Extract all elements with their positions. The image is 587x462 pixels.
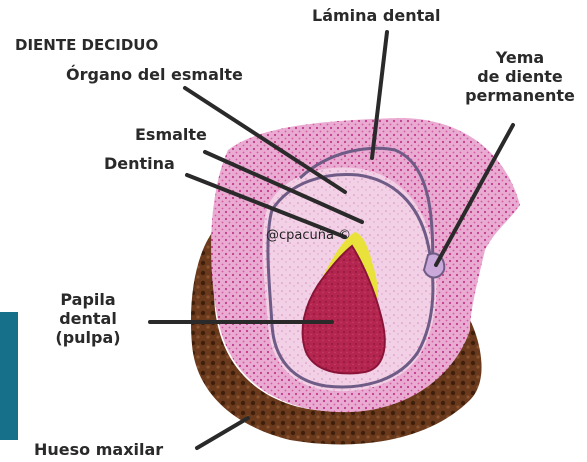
pointer-hueso	[197, 418, 248, 448]
label-papila-line2: dental	[38, 309, 138, 328]
label-papila-line1: Papila	[38, 290, 138, 309]
label-papila: Papila dental (pulpa)	[38, 290, 138, 347]
watermark-text: @cpacuña ©	[266, 228, 351, 243]
label-papila-line3: (pulpa)	[38, 328, 138, 347]
label-organo-esmalte: Órgano del esmalte	[66, 65, 243, 84]
label-lamina-dental: Lámina dental	[312, 6, 441, 25]
label-yema-line3: permanente	[455, 86, 585, 105]
label-hueso-maxilar: Hueso maxilar	[34, 440, 163, 459]
label-esmalte: Esmalte	[135, 125, 207, 144]
label-yema: Yema de diente permanente	[455, 48, 585, 105]
label-dentina: Dentina	[104, 154, 175, 173]
label-diente-deciduo: DIENTE DECIDUO	[15, 36, 158, 55]
label-yema-line1: Yema	[455, 48, 585, 67]
label-yema-line2: de diente	[455, 67, 585, 86]
